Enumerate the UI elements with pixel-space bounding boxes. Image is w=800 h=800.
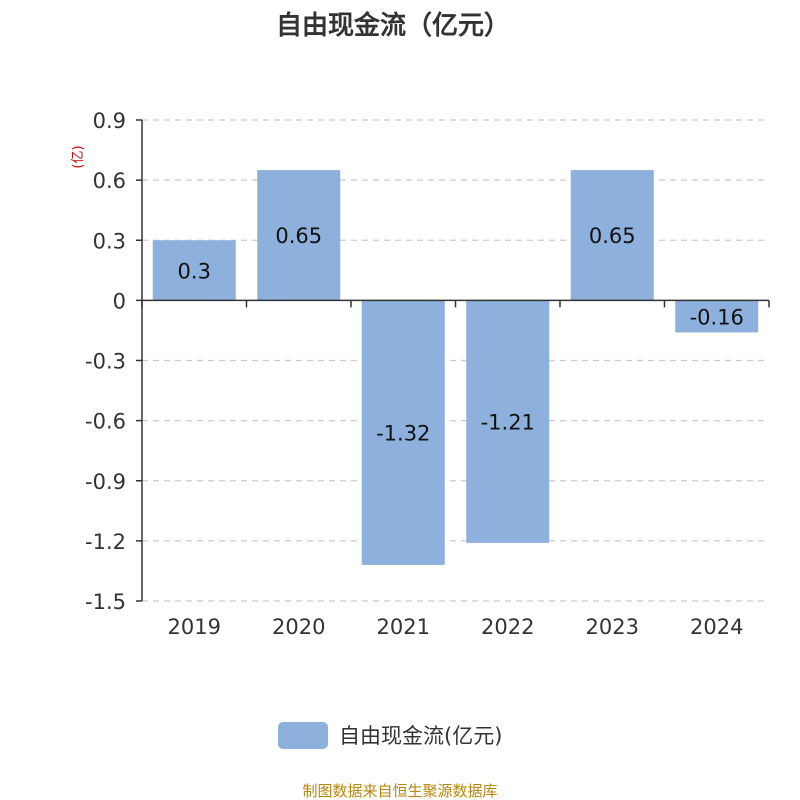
- bar-2022[interactable]: [466, 300, 550, 543]
- bar-2019[interactable]: [152, 240, 236, 301]
- data-source-note: 制图数据来自恒生聚源数据库: [302, 782, 497, 800]
- data-label-2019: 0.3: [178, 259, 211, 283]
- data-label-2020: 0.65: [275, 224, 322, 248]
- y-tick-label: -1.5: [85, 590, 126, 614]
- y-tick-label: 0.3: [93, 229, 126, 253]
- grid-lines: [142, 119, 769, 602]
- data-label-2021: -1.32: [376, 422, 430, 446]
- y-tick-label: -1.2: [85, 530, 126, 554]
- data-labels: 0.3 0.65 -1.32 -1.21 0.65 -0.16: [178, 224, 744, 445]
- y-axis-unit-label: (亿): [71, 145, 86, 168]
- y-tick-label: -0.3: [85, 350, 126, 374]
- bar-2024[interactable]: [675, 300, 759, 333]
- x-tick-label-2022: 2022: [481, 615, 534, 639]
- y-tick-label: 0.9: [93, 109, 126, 133]
- chart-title: 自由现金流（亿元）: [276, 10, 510, 41]
- bars: [152, 170, 759, 565]
- legend-swatch[interactable]: [278, 722, 328, 749]
- bar-2021[interactable]: [361, 300, 445, 565]
- bar-2023[interactable]: [570, 170, 654, 301]
- y-tick-label: 0.6: [93, 169, 126, 193]
- y-tick-labels: 0.9 0.6 0.3 0 -0.3 -0.6 -0.9 -1.2 -1.5: [85, 109, 126, 614]
- y-tick-label: 0: [113, 289, 126, 313]
- legend[interactable]: 自由现金流(亿元): [278, 722, 502, 749]
- legend-label[interactable]: 自由现金流(亿元): [339, 724, 502, 748]
- x-tick-label-2023: 2023: [586, 615, 639, 639]
- x-tick-label-2021: 2021: [377, 615, 430, 639]
- bar-2020[interactable]: [257, 170, 341, 301]
- x-tick-label-2020: 2020: [272, 615, 325, 639]
- data-label-2022: -1.21: [481, 411, 535, 435]
- x-tick-label-2019: 2019: [168, 615, 221, 639]
- data-label-2023: 0.65: [589, 224, 636, 248]
- x-tick-labels: 2019 2020 2021 2022 2023 2024: [168, 615, 744, 639]
- y-tick-label: -0.9: [85, 470, 126, 494]
- y-tick-label: -0.6: [85, 410, 126, 434]
- data-label-2024: -0.16: [690, 305, 744, 329]
- x-tick-label-2024: 2024: [690, 615, 743, 639]
- axes: [136, 119, 770, 602]
